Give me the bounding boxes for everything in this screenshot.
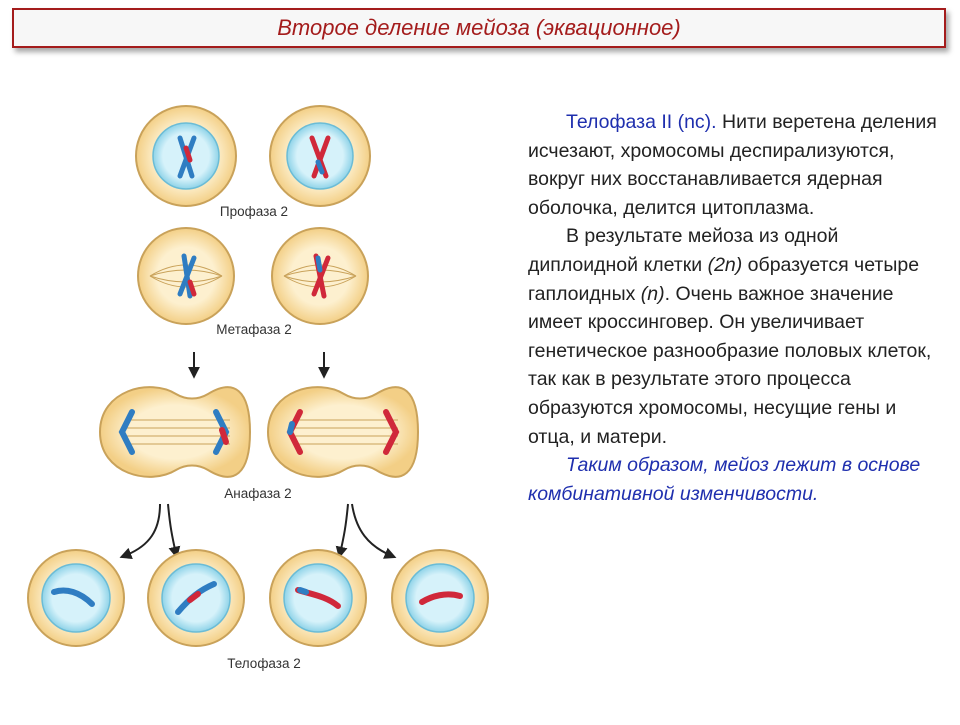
result-part-c: . Очень важное значение имеет кроссингов… — [528, 282, 932, 448]
prophase-cell-right — [269, 105, 371, 207]
diploid-notation: (2n) — [707, 253, 743, 276]
arrow-curve-2 — [167, 503, 181, 559]
telophase-cell-3 — [269, 549, 367, 647]
label-metaphase: Метафаза 2 — [216, 322, 291, 337]
arrow-curve-1 — [119, 503, 161, 560]
label-anaphase: Анафаза 2 — [224, 486, 291, 501]
telophase-lead: Телофаза II (nc). — [566, 111, 717, 133]
slide-title: Второе деление мейоза (эквационное) — [277, 15, 681, 40]
telophase-cell-1 — [27, 549, 125, 647]
result-part-a: В результате мейоза из одной диплоидной … — [528, 225, 839, 276]
telophase-cell-4 — [391, 549, 489, 647]
anaphase-cell-right — [266, 386, 420, 478]
paragraph-conclusion: Таким образом, мейоз лежит в основе комб… — [528, 454, 921, 505]
haploid-notation: (n) — [640, 282, 665, 305]
result-part-b: образуется четыре гаплоидных — [528, 253, 920, 305]
label-telophase: Телофаза 2 — [227, 656, 301, 671]
telophase-cell-2 — [147, 549, 245, 647]
metaphase-cell-left — [137, 227, 235, 325]
paragraph-result: В результате мейоза из одной диплоидной … — [528, 222, 948, 451]
metaphase-cell-right — [271, 227, 369, 325]
title-banner: Второе деление мейоза (эквационное) — [12, 8, 946, 48]
telophase-body: Нити веретена деления исчезают, хромосом… — [528, 111, 937, 219]
paragraph-telophase: Телофаза II (nc). Нити веретена деления … — [528, 108, 948, 222]
meiosis-diagram-svg: Профаза 2 Метафаза 2 — [27, 105, 489, 671]
label-prophase: Профаза 2 — [220, 204, 288, 219]
arrow-curve-4 — [351, 503, 397, 559]
meiosis-diagram: Профаза 2 Метафаза 2 — [0, 90, 510, 720]
prophase-cell-left — [135, 105, 237, 207]
anaphase-cell-left — [98, 386, 252, 478]
arrow-curve-3 — [335, 503, 349, 559]
explanation-text: Телофаза II (nc). Нити веретена деления … — [528, 108, 948, 508]
